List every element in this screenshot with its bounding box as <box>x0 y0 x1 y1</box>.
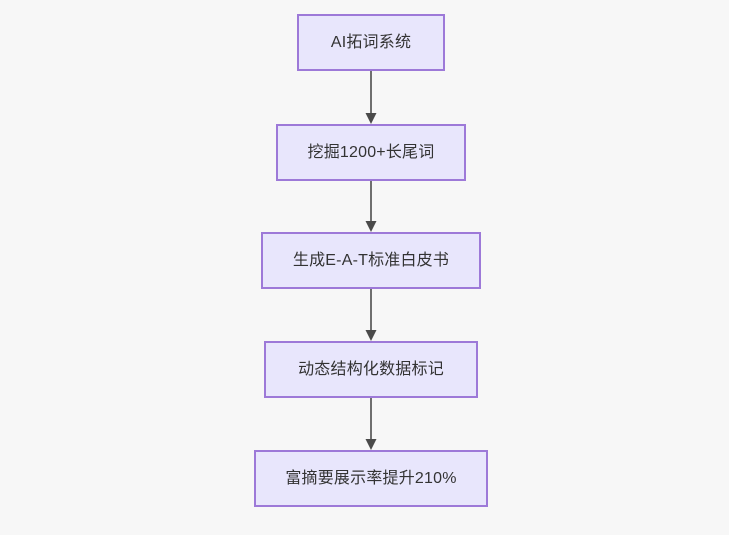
node-label: 生成E-A-T标准白皮书 <box>292 251 450 269</box>
flowchart-node-rich-snippet-impression-lift[interactable]: 富摘要展示率提升210% <box>254 450 488 507</box>
edge-n4-n5 <box>365 398 377 450</box>
edge-n3-n4 <box>365 289 377 341</box>
edge-n1-n2 <box>365 71 377 124</box>
flowchart-node-dynamic-structured-data-markup[interactable]: 动态结构化数据标记 <box>264 341 478 398</box>
node-label: 动态结构化数据标记 <box>298 360 444 378</box>
flowchart-node-generate-eat-whitepaper[interactable]: 生成E-A-T标准白皮书 <box>261 232 481 289</box>
node-label: 富摘要展示率提升210% <box>285 469 457 487</box>
node-label: 挖掘1200+长尾词 <box>307 143 435 161</box>
flowchart-node-ai-keyword-system[interactable]: AI拓词系统 <box>297 14 445 71</box>
flowchart-node-mine-longtail-keywords[interactable]: 挖掘1200+长尾词 <box>276 124 466 181</box>
edge-n2-n3 <box>365 181 377 232</box>
node-label: AI拓词系统 <box>330 33 412 51</box>
